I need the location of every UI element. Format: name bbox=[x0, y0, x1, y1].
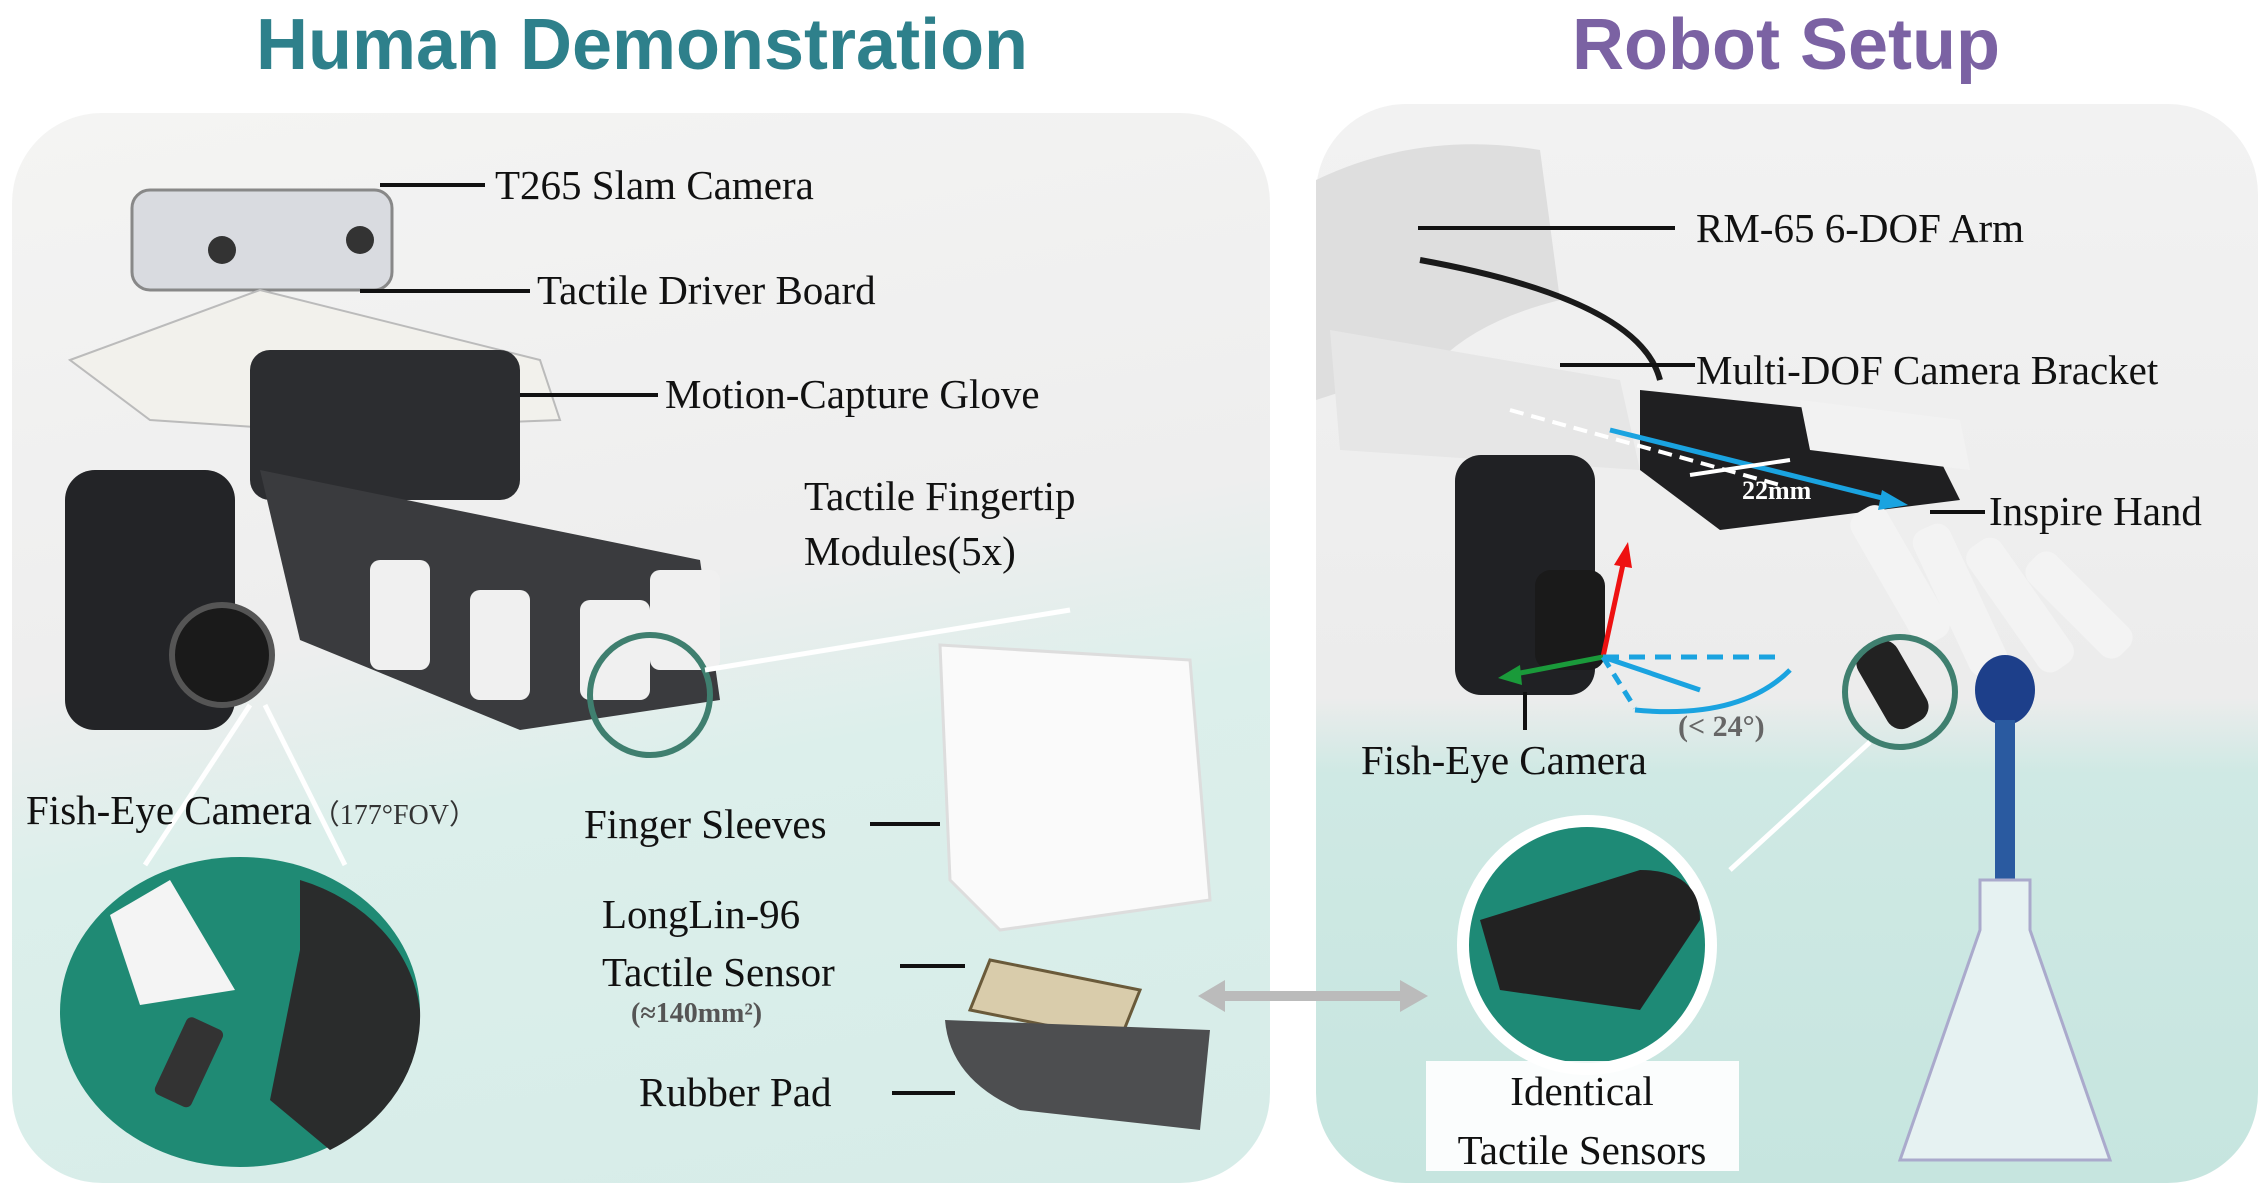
label-tactile-driver-board: Tactile Driver Board bbox=[537, 267, 876, 313]
label-camera-bracket: Multi-DOF Camera Bracket bbox=[1696, 347, 2159, 393]
flask-photo bbox=[1897, 655, 2113, 1162]
label-longlin-96: LongLin-96 bbox=[602, 891, 801, 937]
label-t265-slam-camera: T265 Slam Camera bbox=[495, 162, 814, 208]
robot-fingertip-highlight-circle bbox=[1842, 634, 1958, 750]
label-tactile-sensor: Tactile Sensor bbox=[602, 949, 835, 995]
identical-sensor-arrow bbox=[1198, 980, 1428, 1012]
label-rubber-pad: Rubber Pad bbox=[639, 1069, 832, 1115]
human-demonstration-title: Human Demonstration bbox=[255, 5, 1029, 85]
label-identical-line1: Identical bbox=[1510, 1068, 1654, 1114]
t265-camera-photo bbox=[130, 188, 394, 292]
label-sensor-area: (≈140mm²) bbox=[631, 998, 763, 1029]
robot-fisheye-camera-photo bbox=[1455, 455, 1605, 695]
finger-sleeve-render bbox=[938, 643, 1212, 1130]
motion-capture-glove-photo bbox=[67, 288, 720, 730]
label-22mm-offset: 22mm bbox=[1742, 476, 1812, 505]
label-identical-line2: Tactile Sensors bbox=[1457, 1127, 1707, 1173]
fingertip-highlight-circle bbox=[587, 632, 713, 758]
fisheye-camera-photo bbox=[65, 470, 275, 730]
robot-setup-title: Robot Setup bbox=[1572, 5, 2000, 85]
robot-arm-photo bbox=[1316, 144, 1970, 530]
label-fisheye-camera: Fish-Eye Camera（177°FOV） bbox=[26, 790, 477, 831]
inspire-hand-photo bbox=[1850, 505, 2133, 730]
label-finger-sleeves: Finger Sleeves bbox=[584, 801, 827, 847]
label-tilt-angle: (< 24°) bbox=[1678, 710, 1765, 743]
label-inspire-hand: Inspire Hand bbox=[1989, 488, 2202, 534]
label-robot-fisheye-camera: Fish-Eye Camera bbox=[1361, 737, 1647, 783]
label-tactile-fingertip-line1: Tactile Fingertip bbox=[804, 473, 1076, 519]
label-tactile-fingertip-line2: Modules(5x) bbox=[804, 528, 1016, 574]
label-motion-capture-glove: Motion-Capture Glove bbox=[665, 371, 1040, 417]
fisheye-camera-text: Fish-Eye Camera bbox=[26, 787, 312, 833]
identical-sensors-box bbox=[1426, 1061, 1739, 1171]
fisheye-fov-text: （177°FOV） bbox=[311, 800, 477, 831]
label-rm65-arm: RM-65 6-DOF Arm bbox=[1696, 205, 2025, 251]
